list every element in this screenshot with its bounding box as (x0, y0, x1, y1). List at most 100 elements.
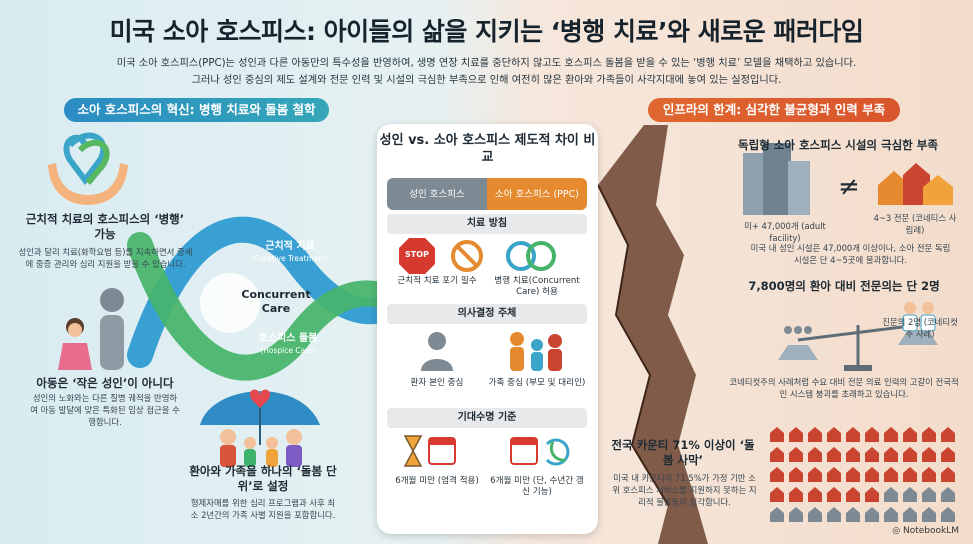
house-icon (922, 447, 936, 462)
hourglass-icon (403, 435, 423, 467)
house-icon (922, 427, 936, 442)
house-icon (903, 467, 917, 482)
left-illustrations (48, 132, 380, 467)
left-block2-text: 성인의 노화와는 다른 질병 궤적을 반영하여 아동 발달에 맞은 특화된 임상… (30, 393, 180, 427)
page-title: 미국 소아 호스피스: 아이들의 삶을 지키는 ‘병행 치료’와 새로운 패러다… (109, 17, 864, 46)
left-block1-title: 근치적 치료의 호스피스의 ‘병행’ 가능 (25, 212, 185, 241)
house-grid-icon (770, 427, 955, 522)
child-decision: 가족 중심 (부모 및 대리인) (488, 378, 586, 388)
house-icon (789, 427, 803, 442)
stop-text: STOP (405, 250, 429, 259)
house-icon (884, 427, 898, 442)
buildings-icon (743, 143, 810, 215)
section-life-expectancy: 기대수명 기준 (387, 408, 587, 428)
house-icon (941, 447, 955, 462)
adult-life-expectancy: 6개월 미만 (엄격 적용) (395, 476, 479, 486)
not-equal-icon: ≠ (838, 172, 860, 202)
house-icon (846, 507, 860, 522)
house-icon (865, 467, 879, 482)
house-icon (789, 507, 803, 522)
house-icon (941, 427, 955, 442)
stop-sign-icon (399, 238, 435, 274)
house-icon (903, 447, 917, 462)
umbrella-family-icon (200, 389, 320, 467)
crack-shape (598, 125, 708, 544)
house-icon (846, 427, 860, 442)
left-banner: 소아 호스피스의 혁신: 병행 치료와 돌봄 철학 (64, 98, 329, 122)
adult-decision: 환자 본인 중심 (410, 378, 464, 388)
treatment-icons (399, 238, 556, 274)
right-banner: 인프라의 한계: 심각한 불균형과 인력 부족 (648, 98, 900, 122)
house-icon (770, 467, 784, 482)
balance-scale-icon (778, 323, 938, 371)
hospice-label-en: (Hospice Care) (260, 346, 316, 355)
house-icon (922, 487, 936, 502)
crowd-icon (784, 326, 812, 334)
subtitle-line-1: 미국 소아 호스피스(PPC)는 성인과 다른 아동만의 특수성을 반영하여, … (116, 58, 857, 69)
child-hospice-header: 소아 호스피스 (PPC) (487, 178, 587, 210)
left-block1-text: 성인과 달리 치료(화학요법 등)를 지속하면서 증세에 중증 관리와 심리 지… (18, 247, 193, 269)
house-icon (846, 447, 860, 462)
house-icon (789, 447, 803, 462)
house-icon (827, 487, 841, 502)
house-icon (770, 427, 784, 442)
house-icon (789, 487, 803, 502)
left-block2-title: 아동은 ‘작은 성인’이 아니다 (36, 376, 174, 390)
house-icon (865, 427, 879, 442)
house-icon (789, 467, 803, 482)
right-block2-text: 코네티컷주의 사례처럼 수요 대비 전문 의료 인력의 고갈이 전국적인 시스템… (729, 377, 959, 399)
house-icon (941, 487, 955, 502)
adult-child-icon (58, 288, 124, 370)
curative-label-ko: 근치적 치료 (265, 241, 315, 252)
brand-label: ◎ NotebookLM (892, 526, 959, 536)
house-icon (903, 487, 917, 502)
hands-heart-icon (48, 132, 128, 205)
concurrent-rings-icon (506, 241, 536, 271)
life-expectancy-icons (403, 435, 570, 467)
specialist-count: 진문의 2명 (코네티컷주 사례) (882, 317, 958, 339)
house-icon (846, 487, 860, 502)
hospice-label: 호스피스 돌봄 (Hospice Care) (246, 333, 330, 357)
house-icon (808, 487, 822, 502)
adult-facility-count: 미+ 47,000개 (adult facility) (744, 221, 826, 243)
small-houses-icon (878, 163, 953, 205)
brand-text: NotebookLM (902, 526, 959, 536)
house-icon (941, 467, 955, 482)
hospice-label-ko: 호스피스 돌봄 (258, 333, 318, 344)
right-block2-title: 7,800명의 환아 대비 전문의는 단 2명 (748, 279, 940, 293)
child-facility-count: 4~3 전문 (코네티스 사립례) (873, 213, 957, 235)
comparison-card-title: 성인 vs. 소아 호스피스 제도적 차이 비교 (379, 133, 596, 165)
right-block3-text: 미국 내 카운티의 71.5%가 가정 기반 소위 호스피스 서비스를 지원하지… (612, 473, 757, 507)
left-block3-text: 형제자매를 위한 심리 프로그램과 사후 최소 2년간의 가족 사별 지원을 포… (190, 498, 336, 520)
renew-arrow-icon (545, 438, 570, 466)
house-icon (770, 447, 784, 462)
house-icon (827, 467, 841, 482)
subtitle-line-2: 그러나 성인 중심의 제도 설계와 전문 인력 및 시설의 극심한 부족으로 인… (191, 75, 782, 86)
house-icon (846, 467, 860, 482)
house-icon (827, 427, 841, 442)
house-icon (903, 507, 917, 522)
house-icon (884, 507, 898, 522)
house-icon (770, 487, 784, 502)
adult-treatment: 근치적 치료 포기 필수 (397, 276, 477, 286)
house-icon (922, 507, 936, 522)
section-decision: 의사결정 주체 (387, 304, 587, 324)
prohibited-icon (451, 240, 483, 272)
right-illustrations: ≠ (598, 125, 955, 544)
house-icon (865, 507, 879, 522)
house-icon (884, 487, 898, 502)
curative-label-en: (Curative Treatment) (250, 254, 330, 263)
house-icon (884, 467, 898, 482)
decision-icons (421, 332, 562, 371)
right-block1-title: 독립형 소아 호스피스 시설의 극심한 부족 (738, 138, 938, 152)
comparison-card: 성인 vs. 소아 호스피스 제도적 차이 비교 성인 호스피스 소아 호스피스… (377, 124, 598, 534)
house-icon (922, 467, 936, 482)
house-icon (808, 447, 822, 462)
right-block3-title: 전국 카운티 71% 이상이 ‘돌봄 사막’ (611, 438, 755, 467)
left-block3-title: 환아와 가족을 하나의 ‘돌봄 단위’로 설정 (189, 464, 337, 493)
hospice-ribbon (127, 232, 380, 381)
house-icon (827, 447, 841, 462)
house-icon (808, 467, 822, 482)
curative-label: 근치적 치료 (Curative Treatment) (248, 241, 332, 265)
house-icon (865, 447, 879, 462)
